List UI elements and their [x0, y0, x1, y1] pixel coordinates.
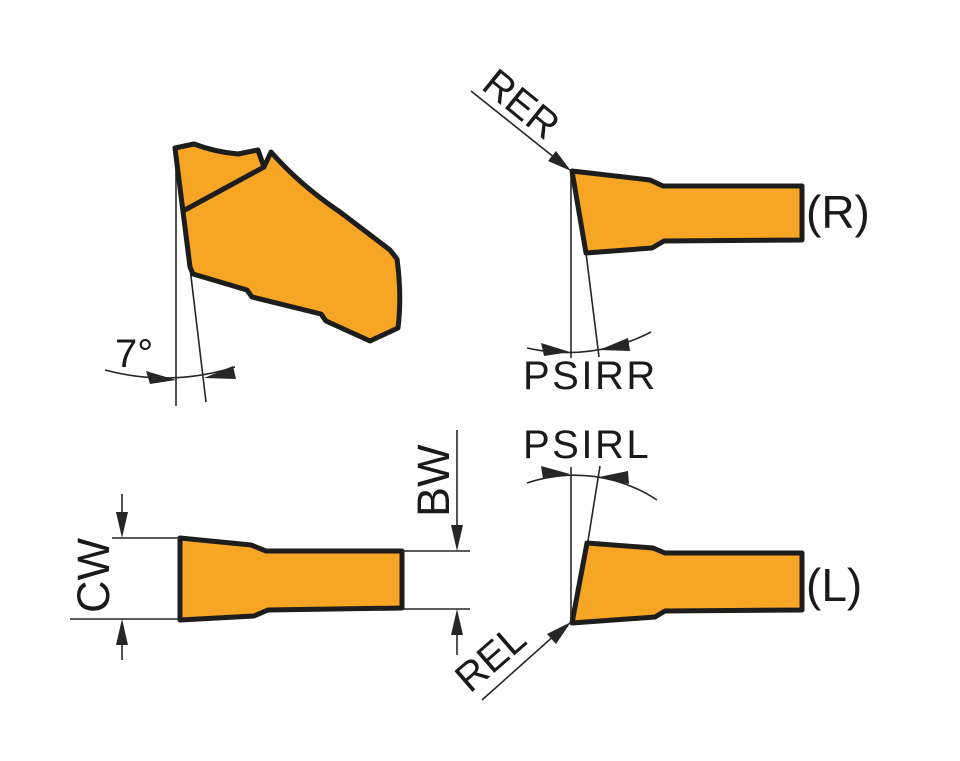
side-insert-shape — [177, 535, 405, 623]
clearance-angle-label: 7° — [115, 332, 153, 376]
cw-label: CW — [68, 538, 119, 613]
right-hand-view-figure: RER PSIRR (R) — [470, 61, 870, 398]
right-insert-shape — [569, 168, 805, 256]
rel-leader-arrowhead-icon — [547, 622, 571, 644]
cw-arrow-up-icon — [116, 619, 128, 645]
left-hand-label: (L) — [806, 559, 862, 611]
left-hand-view-figure: PSIRL REL (L) — [447, 423, 862, 701]
rer-leader-arrowhead-icon — [548, 151, 571, 171]
psirr-label: PSIRR — [523, 354, 658, 398]
psirr-angle-arrow-right-icon — [599, 338, 630, 351]
psirl-angle-arrow-left-icon — [541, 466, 570, 479]
iso-angle-arrow-right-icon — [204, 366, 236, 379]
psirr-angle-arc — [526, 331, 652, 354]
iso-view-figure: 7° — [104, 141, 403, 406]
iso-insert-facet-line — [180, 164, 267, 214]
iso-angle-arrow-left-icon — [146, 371, 176, 384]
bw-label: BW — [408, 444, 459, 517]
psirl-angle-arc — [526, 474, 658, 501]
left-insert-shape — [569, 540, 805, 626]
psirl-angled-line — [587, 465, 601, 542]
iso-insert-shape — [172, 141, 403, 344]
psirr-angle-arrow-left-icon — [541, 343, 570, 356]
right-hand-label: (R) — [806, 186, 870, 238]
rer-leader-line — [470, 90, 561, 163]
psirl-label: PSIRL — [523, 423, 651, 467]
psirl-angle-arrow-right-icon — [599, 471, 629, 484]
cw-arrow-down-icon — [116, 512, 128, 538]
iso-angled-reference-line — [189, 267, 207, 403]
side-view-figure: CW BW — [68, 430, 470, 660]
rer-label: RER — [474, 61, 567, 148]
rel-leader-line — [481, 633, 557, 701]
bw-arrow-up-icon — [451, 609, 463, 635]
psirr-angled-line — [585, 252, 600, 358]
bw-arrow-down-icon — [451, 525, 463, 551]
